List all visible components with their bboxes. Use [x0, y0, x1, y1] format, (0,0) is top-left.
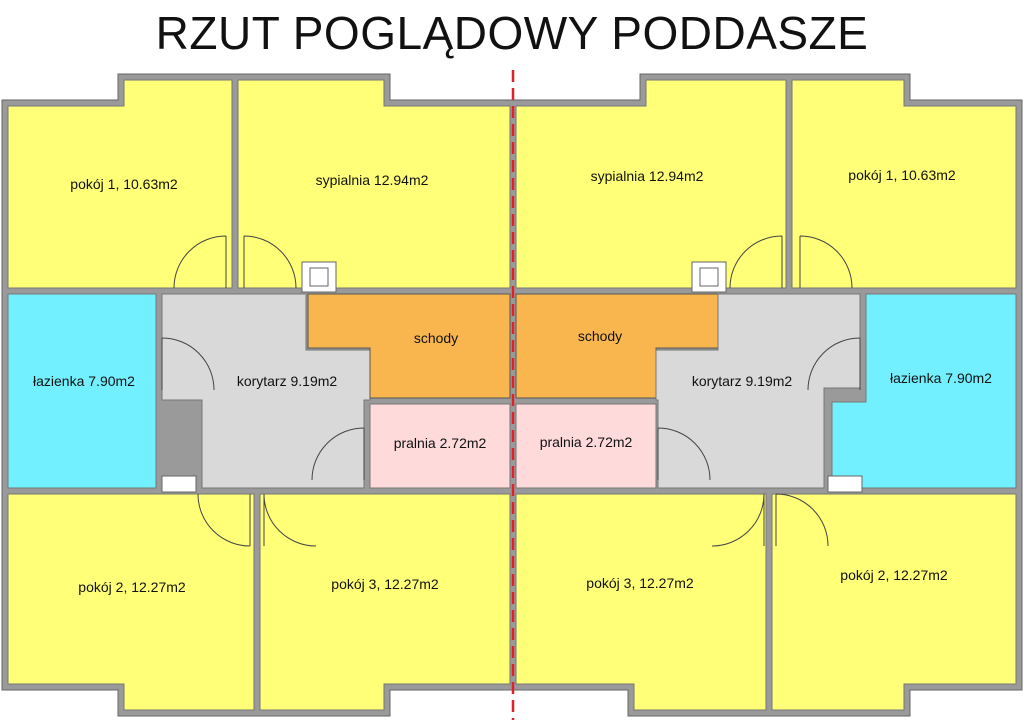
label-right-pokoj1: pokój 1, 10.63m2: [848, 167, 956, 183]
label-right-pokoj2: pokój 2, 12.27m2: [840, 567, 948, 583]
room-right-sypialnia: [515, 79, 787, 289]
room-left-schody: [307, 293, 511, 399]
room-right-pokoj1: [791, 79, 1017, 289]
vent-shaft-left-inner: [309, 267, 329, 287]
label-right-schody: schody: [578, 328, 622, 344]
room-left-pokoj3: [259, 493, 511, 711]
label-right-lazienka: łazienka 7.90m2: [890, 370, 992, 386]
room-left-pokoj2: [7, 493, 255, 711]
label-left-pokoj3: pokój 3, 12.27m2: [331, 576, 439, 592]
label-right-sypialnia: sypialnia 12.94m2: [591, 168, 704, 184]
label-right-korytarz: korytarz 9.19m2: [692, 373, 793, 389]
room-left-korytarz: [161, 293, 371, 489]
room-right-pokoj2: [771, 493, 1017, 711]
plan-title: RZUT POGLĄDOWY PODDASZE: [155, 7, 869, 59]
label-left-korytarz: korytarz 9.19m2: [237, 373, 338, 389]
room-left-pokoj1: [7, 79, 233, 289]
room-right-pokoj3: [515, 493, 767, 711]
label-left-schody: schody: [414, 330, 458, 346]
label-left-sypialnia: sypialnia 12.94m2: [316, 172, 429, 188]
vent-shaft-right-inner: [699, 267, 719, 287]
vent-shaft-bath-right: [827, 475, 863, 493]
label-left-pralnia: pralnia 2.72m2: [394, 435, 487, 451]
door-swings: [161, 235, 861, 547]
room-left-pralnia: [369, 403, 511, 489]
room-left-lazienka: [7, 293, 157, 489]
label-left-pokoj1: pokój 1, 10.63m2: [70, 176, 178, 192]
label-left-pokoj2: pokój 2, 12.27m2: [78, 579, 186, 595]
room-left-sypialnia: [237, 79, 511, 289]
room-right-pralnia: [515, 403, 657, 489]
label-right-pralnia: pralnia 2.72m2: [540, 434, 633, 450]
label-right-pokoj3: pokój 3, 12.27m2: [586, 575, 694, 591]
label-left-lazienka: łazienka 7.90m2: [33, 373, 135, 389]
vent-shaft-bath-left: [161, 475, 197, 493]
